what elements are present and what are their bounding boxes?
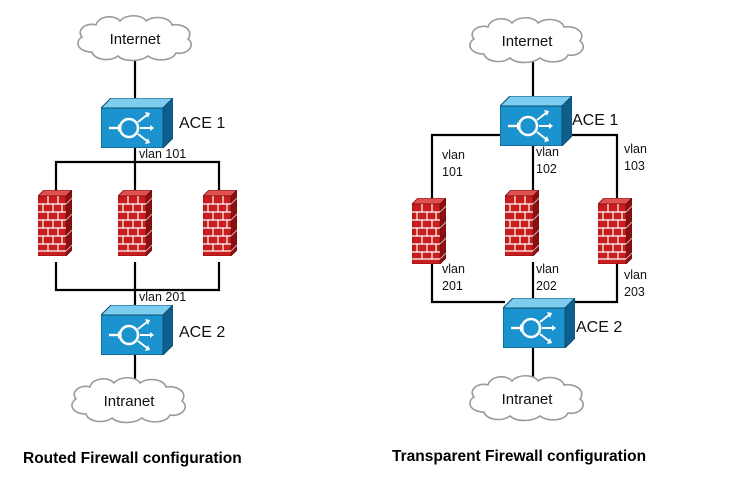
left-internet-label: Internet (110, 31, 162, 48)
firewall-brick-icon (38, 190, 72, 256)
right-intranet-cloud: Intranet (469, 374, 585, 422)
right-internet-cloud: Internet (469, 16, 585, 64)
right-vlan-top-2: vlan 102 (536, 145, 562, 176)
vlan-number: 103 (624, 159, 645, 173)
vlan-number: 202 (536, 279, 557, 293)
left-vlan-top-label: vlan 101 (139, 147, 186, 161)
right-internet-label: Internet (502, 33, 554, 50)
right-vlan-bottom-3: vlan 203 (624, 268, 650, 299)
right-vlan-bottom-1: vlan 201 (442, 262, 468, 293)
vlan-word: vlan (536, 262, 559, 276)
right-vlan-top-3: vlan 103 (624, 142, 650, 173)
right-intranet-label: Intranet (502, 391, 554, 408)
firewall-brick-icon (505, 190, 539, 256)
left-wires (54, 58, 221, 380)
left-ace2-label: ACE 2 (179, 324, 225, 341)
right-vlan-top-1: vlan 101 (442, 148, 468, 179)
left-top-bus (54, 160, 221, 190)
vlan-word: vlan (624, 268, 647, 282)
transparent-firewall-diagram: Internet ACE 1 vlan 101 vlan 102 vlan 10… (392, 16, 650, 465)
left-intranet-cloud: Intranet (71, 376, 187, 424)
vlan-number: 102 (536, 162, 557, 176)
ace-switch-icon (101, 98, 173, 148)
vlan-number: 201 (442, 279, 463, 293)
left-ace1: ACE 1 (101, 98, 225, 148)
right-ace2-label: ACE 2 (576, 319, 622, 336)
firewall-brick-icon (412, 198, 446, 264)
right-ace2: ACE 2 (503, 298, 622, 348)
vlan-word: vlan (442, 262, 465, 276)
ace-switch-icon (101, 305, 173, 355)
vlan-number: 101 (442, 165, 463, 179)
right-caption: Transparent Firewall configuration (392, 448, 646, 465)
right-wire-ace1-fw1 (430, 133, 500, 200)
firewall-brick-icon (203, 190, 237, 256)
right-vlan-bottom-2: vlan 202 (536, 262, 562, 293)
ace-switch-icon (503, 298, 575, 348)
ace-switch-icon (500, 96, 572, 146)
left-vlan-bottom-label: vlan 201 (139, 290, 186, 304)
right-wire-ace1-fw3 (565, 133, 619, 200)
vlan-word: vlan (536, 145, 559, 159)
firewall-brick-icon (118, 190, 152, 256)
vlan-word: vlan (442, 148, 465, 162)
right-ace1-label: ACE 1 (572, 112, 618, 129)
left-intranet-label: Intranet (104, 393, 156, 410)
right-wires (430, 58, 619, 378)
left-caption: Routed Firewall configuration (23, 450, 242, 467)
firewall-brick-icon (598, 198, 632, 264)
right-wire-fw3-ace2 (568, 262, 619, 304)
routed-firewall-diagram: Internet ACE 1 vlan 101 vlan 201 ACE 2 I… (23, 14, 242, 467)
left-ace1-label: ACE 1 (179, 115, 225, 132)
right-ace1: ACE 1 (500, 96, 618, 146)
vlan-number: 203 (624, 285, 645, 299)
vlan-word: vlan (624, 142, 647, 156)
left-internet-cloud: Internet (77, 14, 193, 62)
left-ace2: ACE 2 (101, 305, 225, 355)
left-bottom-bus (54, 262, 221, 292)
right-wire-fw1-ace2 (430, 262, 505, 304)
